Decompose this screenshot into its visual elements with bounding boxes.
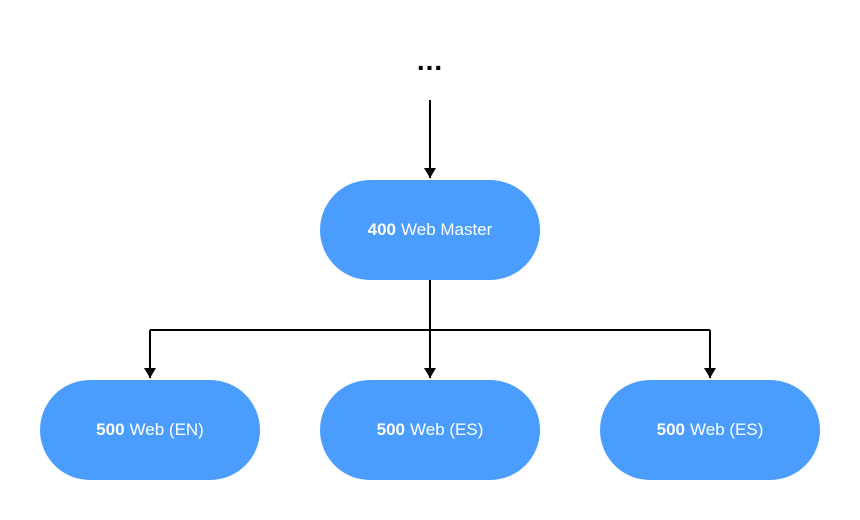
- node-label: Web (ES): [690, 420, 764, 439]
- node-code: 400: [367, 220, 397, 239]
- node-code: 500: [656, 420, 685, 439]
- node-web-es-2: 500 Web (ES): [600, 380, 820, 480]
- node-label: Web (ES): [410, 420, 484, 439]
- ellipsis-top-node: ...: [416, 45, 444, 76]
- node-web-master: 400 Web Master: [320, 180, 540, 280]
- node-web-en: 500 Web (EN): [40, 380, 260, 480]
- node-label: Web (EN): [129, 420, 204, 439]
- node-code: 500: [376, 420, 405, 439]
- node-label: Web Master: [401, 220, 493, 239]
- node-code: 500: [96, 420, 125, 439]
- node-web-es-1: 500 Web (ES): [320, 380, 540, 480]
